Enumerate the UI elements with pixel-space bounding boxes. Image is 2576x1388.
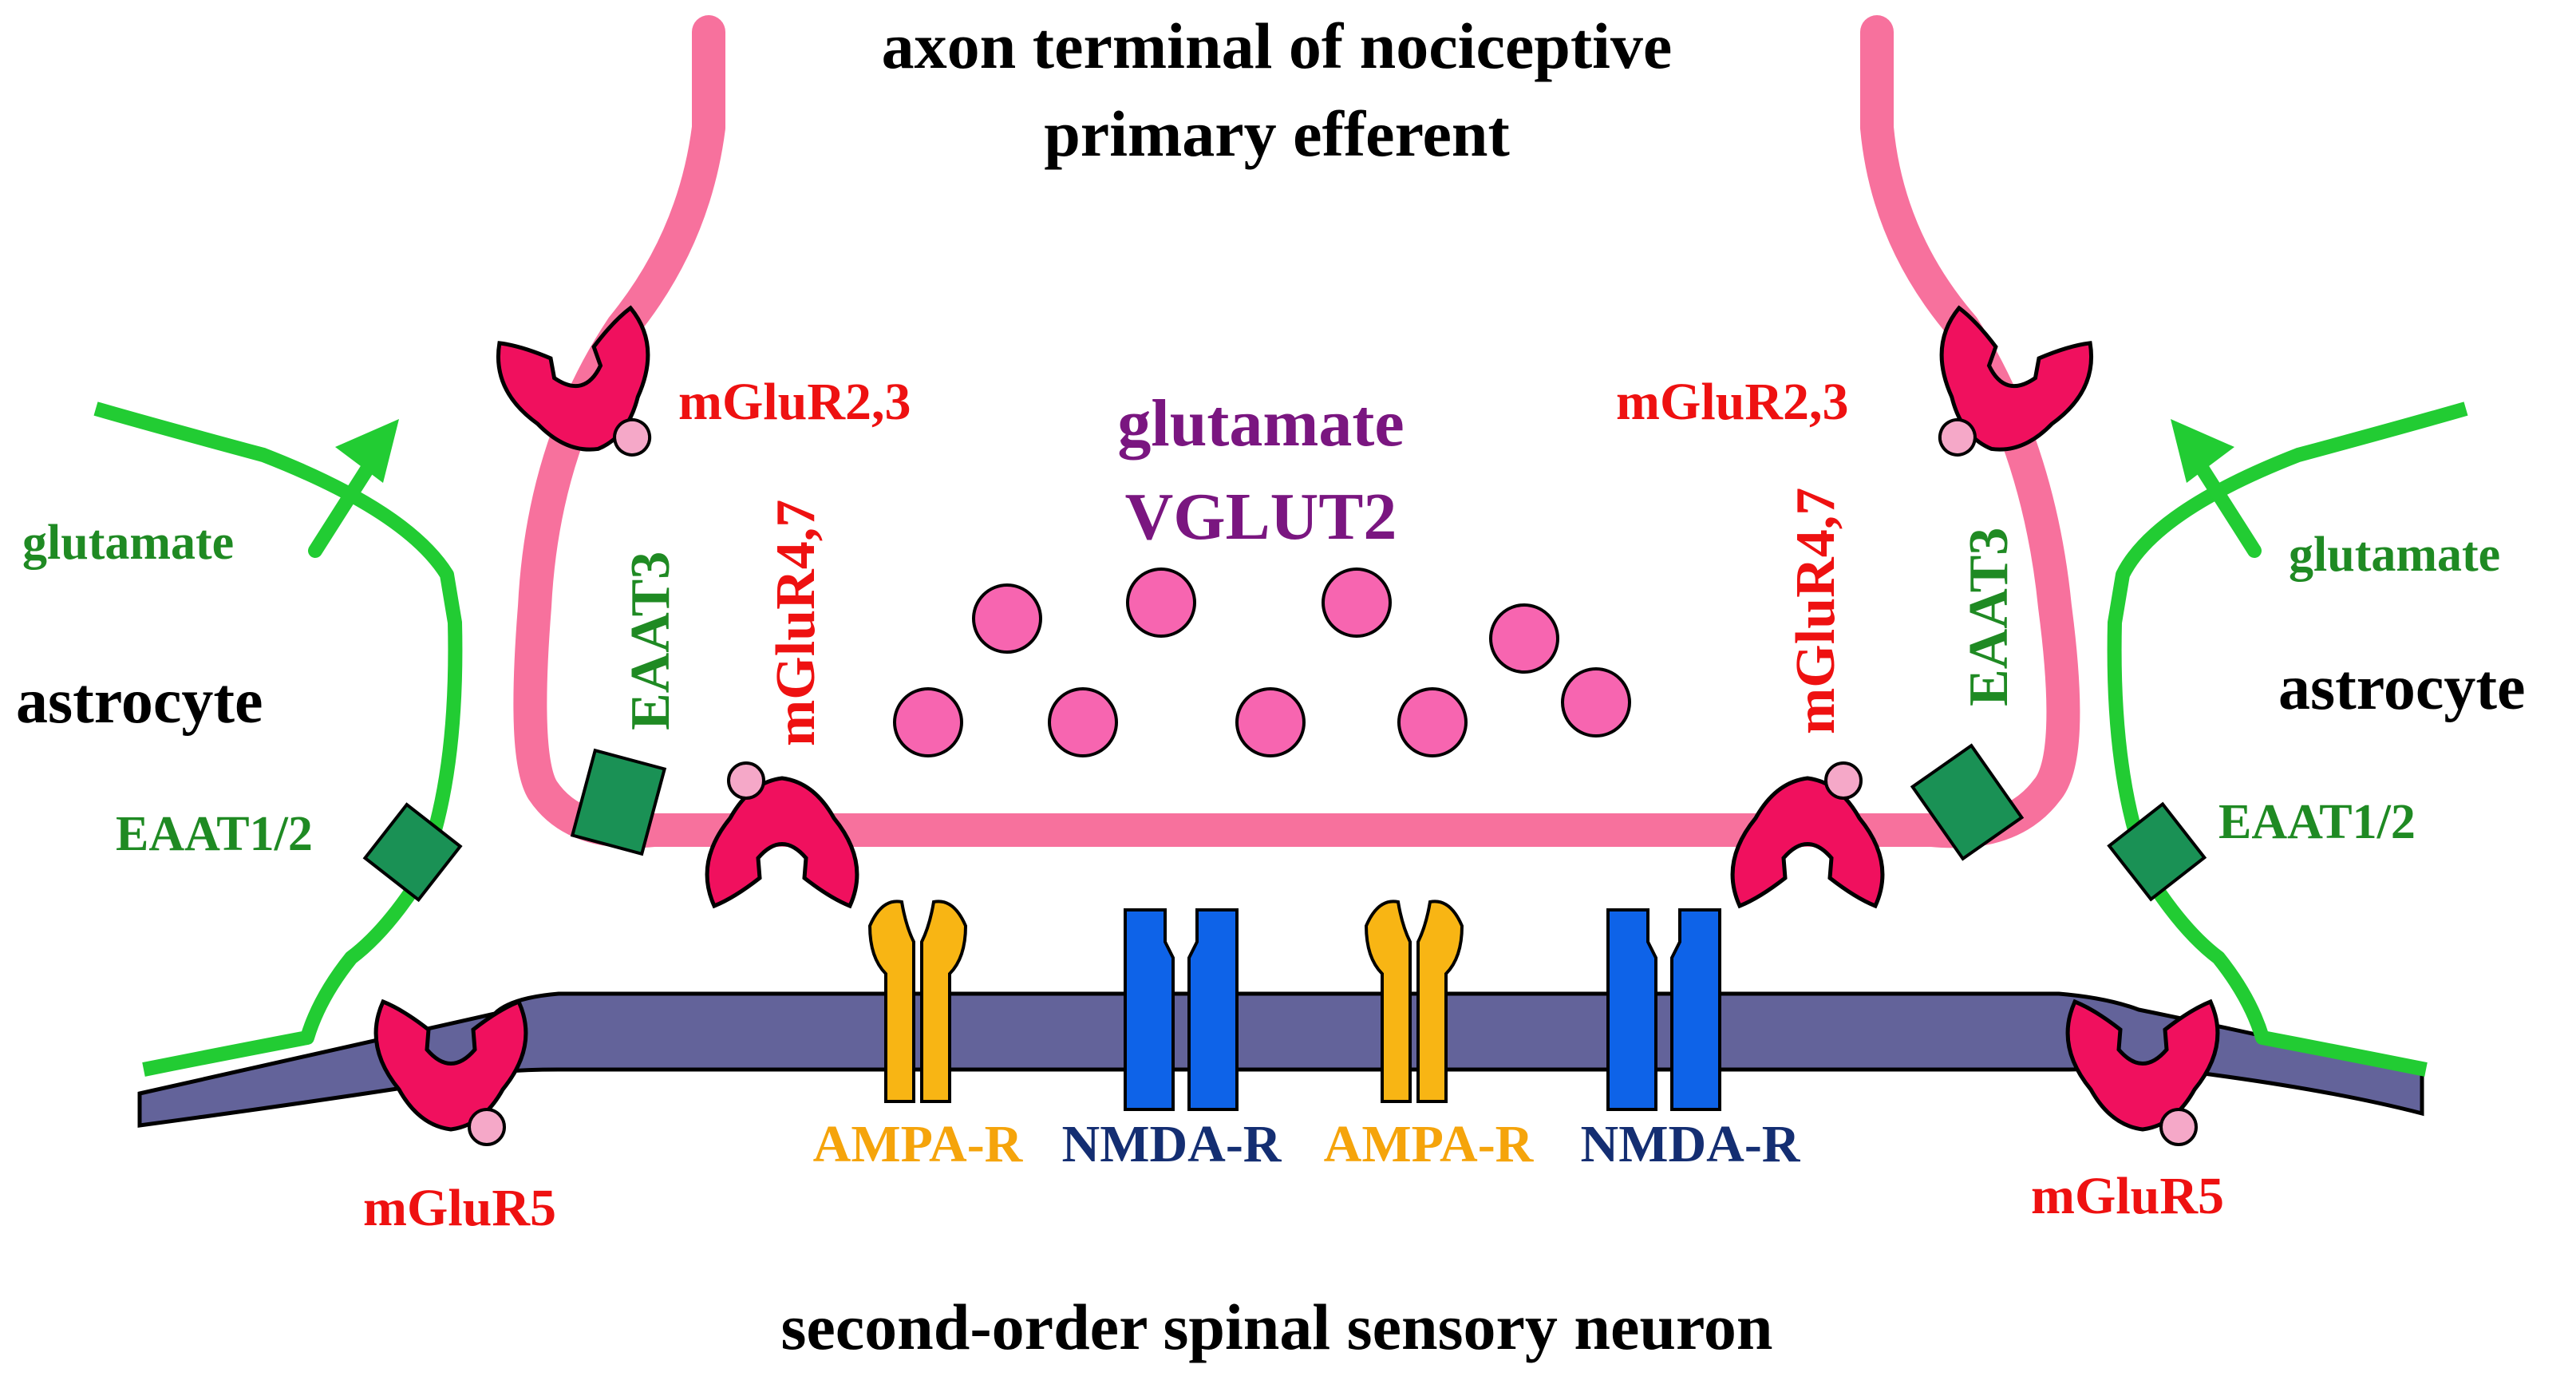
ampa-label-2: AMPA-R bbox=[1324, 1115, 1535, 1173]
mglur5-label-left: mGluR5 bbox=[363, 1179, 556, 1237]
mglur23-label-right: mGluR2,3 bbox=[1616, 373, 1849, 431]
glutamate-label-left: glutamate bbox=[22, 516, 234, 570]
eaat3-label-right: EAAT3 bbox=[1958, 528, 2020, 706]
astrocyte-membrane-right bbox=[2107, 401, 2468, 1077]
mglur47-label-right: mGluR4,7 bbox=[1785, 488, 1847, 734]
eaat12-transporter-left bbox=[362, 802, 463, 903]
eaat3-label-left: EAAT3 bbox=[620, 552, 682, 730]
vesicle bbox=[893, 687, 963, 757]
glutamate-arrow-right bbox=[2171, 419, 2262, 558]
ampa-label-1: AMPA-R bbox=[813, 1115, 1024, 1173]
eaat3-transporter-left bbox=[570, 748, 667, 856]
vesicle bbox=[1235, 687, 1306, 757]
title-line-2: primary efferent bbox=[1044, 97, 1510, 170]
vesicle bbox=[1397, 687, 1468, 757]
synaptic-vesicles bbox=[893, 567, 1631, 757]
vesicle bbox=[972, 583, 1042, 654]
footer-label: second-order spinal sensory neuron bbox=[780, 1291, 1772, 1363]
eaat12-transporter-right bbox=[2107, 801, 2207, 902]
eaat3-transporter-right bbox=[1910, 743, 2025, 861]
vesicle bbox=[1561, 667, 1631, 737]
astrocyte-label-left: astrocyte bbox=[16, 666, 263, 737]
mglur5-label-right: mGluR5 bbox=[2031, 1167, 2224, 1225]
mglur23-receptor-left bbox=[492, 306, 674, 484]
vesicle bbox=[1322, 567, 1392, 638]
astrocyte-membrane-left bbox=[93, 401, 463, 1077]
eaat12-label-right: EAAT1/2 bbox=[2218, 795, 2416, 849]
mglur47-receptor-left bbox=[707, 763, 857, 906]
eaat12-label-left: EAAT1/2 bbox=[116, 807, 313, 861]
astrocyte-label-right: astrocyte bbox=[2278, 653, 2526, 723]
mglur47-receptor-right bbox=[1732, 763, 1883, 906]
mglur23-receptor-right bbox=[1915, 306, 2097, 484]
vesicle bbox=[1489, 603, 1559, 674]
mglur23-label-left: mGluR2,3 bbox=[678, 373, 911, 431]
vesicle bbox=[1126, 567, 1196, 638]
glutamate-label-right: glutamate bbox=[2289, 528, 2500, 582]
mglur47-label-left: mGluR4,7 bbox=[765, 500, 827, 746]
nmda-label-2: NMDA-R bbox=[1581, 1115, 1801, 1173]
nmda-label-1: NMDA-R bbox=[1062, 1115, 1282, 1173]
glutamate-arrow-left bbox=[308, 419, 399, 558]
vesicle-label-glutamate: glutamate bbox=[1117, 386, 1404, 461]
vesicle-label-vglut2: VGLUT2 bbox=[1125, 480, 1397, 554]
vesicle bbox=[1048, 687, 1118, 757]
title-line-1: axon terminal of nociceptive bbox=[882, 10, 1673, 82]
